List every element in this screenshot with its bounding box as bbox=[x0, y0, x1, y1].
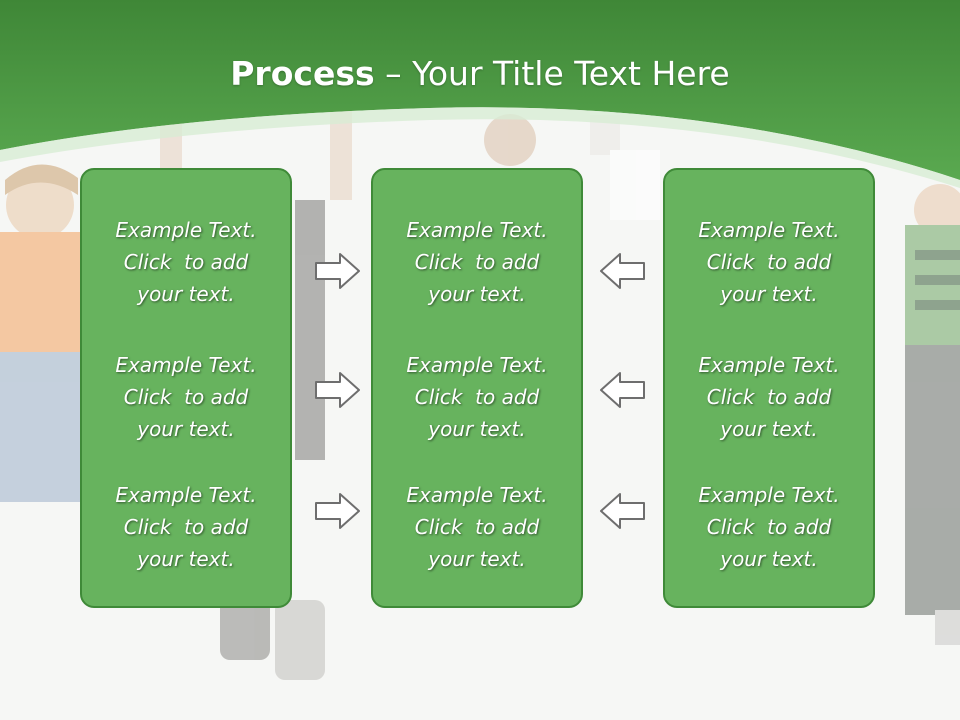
text-line: your text. bbox=[720, 547, 818, 571]
text-line: Click to add bbox=[123, 515, 249, 539]
text-line: Click to add bbox=[706, 250, 832, 274]
text-block[interactable]: Example Text. Click to add your text. bbox=[373, 349, 581, 445]
text-line: your text. bbox=[137, 547, 235, 571]
text-line: Example Text. bbox=[115, 218, 257, 242]
text-line: Click to add bbox=[414, 515, 540, 539]
text-block[interactable]: Example Text. Click to add your text. bbox=[82, 479, 290, 575]
text-line: your text. bbox=[720, 282, 818, 306]
text-line: Example Text. bbox=[406, 353, 548, 377]
text-block[interactable]: Example Text. Click to add your text. bbox=[665, 479, 873, 575]
text-line: Example Text. bbox=[698, 218, 840, 242]
arrow-right-icon[interactable] bbox=[314, 370, 362, 410]
text-line: Example Text. bbox=[115, 353, 257, 377]
text-line: Click to add bbox=[706, 385, 832, 409]
text-line: Example Text. bbox=[115, 483, 257, 507]
text-line: your text. bbox=[428, 282, 526, 306]
text-line: Example Text. bbox=[698, 353, 840, 377]
text-line: Click to add bbox=[414, 250, 540, 274]
title-rest-part: – Your Title Text Here bbox=[374, 54, 730, 93]
arrow-right-icon[interactable] bbox=[314, 251, 362, 291]
text-block[interactable]: Example Text. Click to add your text. bbox=[373, 479, 581, 575]
slide-title[interactable]: Process – Your Title Text Here bbox=[0, 52, 960, 96]
text-line: Click to add bbox=[123, 385, 249, 409]
panel-right[interactable]: Example Text. Click to add your text. Ex… bbox=[663, 168, 875, 608]
text-line: Example Text. bbox=[698, 483, 840, 507]
text-line: your text. bbox=[720, 417, 818, 441]
panel-left[interactable]: Example Text. Click to add your text. Ex… bbox=[80, 168, 292, 608]
text-block[interactable]: Example Text. Click to add your text. bbox=[82, 214, 290, 310]
text-block[interactable]: Example Text. Click to add your text. bbox=[665, 349, 873, 445]
text-line: your text. bbox=[428, 417, 526, 441]
header-band bbox=[0, 0, 960, 188]
text-block[interactable]: Example Text. Click to add your text. bbox=[82, 349, 290, 445]
text-line: Click to add bbox=[706, 515, 832, 539]
text-line: Example Text. bbox=[406, 218, 548, 242]
arrow-left-icon[interactable] bbox=[598, 370, 646, 410]
text-block[interactable]: Example Text. Click to add your text. bbox=[373, 214, 581, 310]
text-line: Click to add bbox=[414, 385, 540, 409]
arrow-left-icon[interactable] bbox=[598, 251, 646, 291]
text-line: your text. bbox=[137, 417, 235, 441]
text-block[interactable]: Example Text. Click to add your text. bbox=[665, 214, 873, 310]
title-bold-part: Process bbox=[230, 54, 375, 93]
text-line: your text. bbox=[137, 282, 235, 306]
arrow-right-icon[interactable] bbox=[314, 491, 362, 531]
text-line: Click to add bbox=[123, 250, 249, 274]
text-line: your text. bbox=[428, 547, 526, 571]
arrow-left-icon[interactable] bbox=[598, 491, 646, 531]
text-line: Example Text. bbox=[406, 483, 548, 507]
panel-center[interactable]: Example Text. Click to add your text. Ex… bbox=[371, 168, 583, 608]
